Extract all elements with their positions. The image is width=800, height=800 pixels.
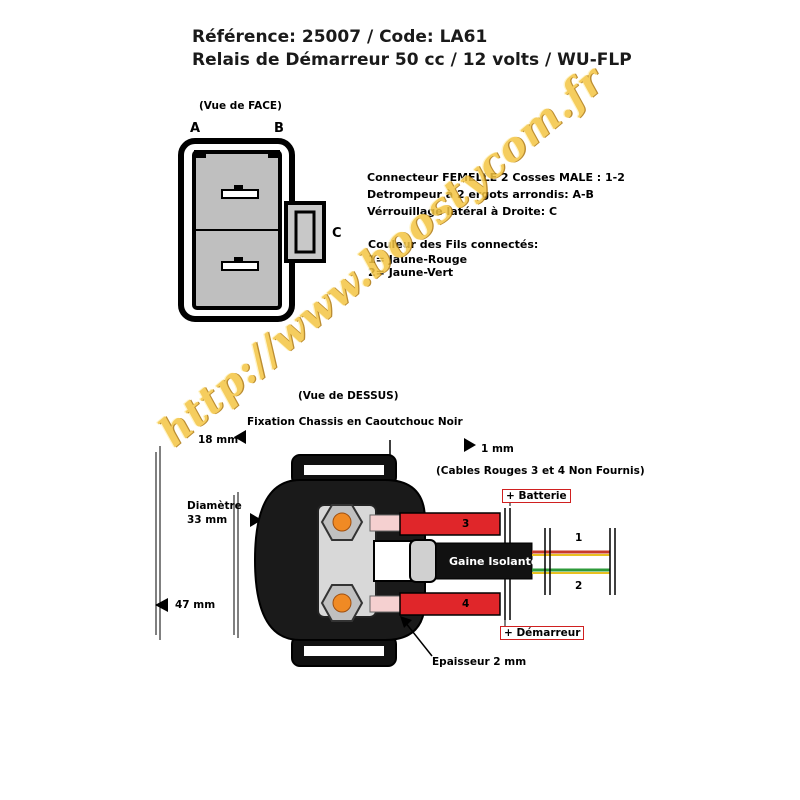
terminal-batterie (320, 504, 364, 541)
slot-2-terminal (221, 261, 259, 271)
desc-line-2: Detrompeur à 2 ergots arrondis: A-B (367, 188, 594, 201)
desc-line-1: Connecteur FEMELLE 2 Cosses MALE : 1-2 (367, 171, 625, 184)
front-view-caption: (Vue de FACE) (199, 100, 282, 112)
desc-line-3: Vérrouillage latéral à Droite: C (367, 205, 558, 218)
diametre-value: 33 mm (187, 514, 228, 526)
pin-a-label: A (190, 121, 201, 136)
wire-1-label: 1 (575, 532, 583, 544)
cable-3 (399, 512, 501, 536)
epaisseur-label: Epaisseur 2 mm (432, 656, 527, 668)
slot-1-terminal (221, 189, 259, 199)
wire-2-label: 2 (575, 580, 583, 592)
wire-1-color: 1= Jaune-Rouge (368, 253, 468, 266)
front-connector (178, 138, 326, 322)
product-title: Relais de Démarreur 50 cc / 12 volts / W… (192, 50, 632, 70)
cable-4-label: 4 (462, 598, 470, 610)
reference-title: Référence: 25007 / Code: LA61 (192, 27, 488, 47)
dim-18mm: 18 mm (198, 434, 239, 446)
gaine-label: Gaine Isolante (449, 555, 539, 568)
demarreur-label: + Démarreur (500, 626, 585, 640)
batterie-label: + Batterie (502, 489, 571, 503)
top-view-relay (155, 430, 616, 667)
wire-2-color: 2= Jaune-Vert (368, 266, 454, 279)
cable-3-label: 3 (462, 518, 470, 530)
cable-4 (399, 592, 501, 616)
wires-title: Couleur des Fils connectés: (368, 238, 539, 251)
dim-47mm: 47 mm (175, 599, 216, 611)
dim-1mm: 1 mm (481, 443, 514, 455)
top-view-caption: (Vue de DESSUS) (298, 390, 399, 402)
pin-c-label: C (332, 226, 342, 241)
diametre-label: Diamètre (187, 500, 242, 512)
pin-b-label: B (274, 121, 284, 136)
terminal-demarreur (320, 584, 364, 622)
fixation-label: Fixation Chassis en Caoutchouc Noir (247, 416, 463, 428)
gaine-isolante (435, 542, 533, 580)
cables-note: (Cables Rouges 3 et 4 Non Fournis) (436, 465, 645, 477)
